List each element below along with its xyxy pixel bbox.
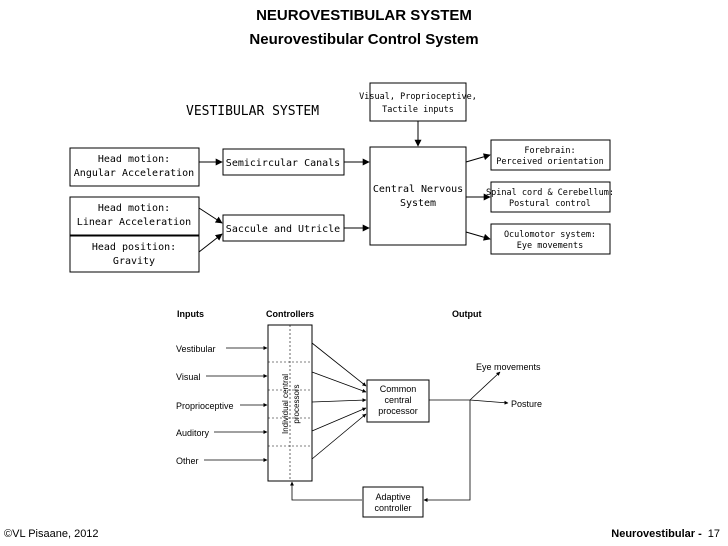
box-spinal-cord bbox=[490, 181, 611, 213]
box-visual-inputs bbox=[369, 82, 467, 122]
processor-label-1: Individual central bbox=[281, 374, 290, 434]
arrow-to-posture bbox=[469, 399, 509, 405]
arrow-proc2-to-common bbox=[311, 371, 367, 393]
arrow-cns-to-oculomotor bbox=[465, 231, 491, 241]
label-visual-inputs-2: Tactile inputs bbox=[382, 105, 454, 115]
common-label-3: processor bbox=[378, 406, 418, 416]
label-head-motion-angular-2: Angular Acceleration bbox=[74, 168, 194, 179]
label-oculomotor-1: Oculomotor system: bbox=[504, 230, 596, 240]
label-forebrain-2: Perceived orientation bbox=[496, 157, 603, 167]
common-label-2: central bbox=[384, 395, 411, 405]
header-inputs: Inputs bbox=[177, 309, 204, 319]
arrow-proc4-to-common bbox=[311, 407, 367, 432]
label-oculomotor-2: Eye movements bbox=[517, 241, 584, 251]
box-forebrain bbox=[490, 139, 611, 171]
vestibular-system-heading: VESTIBULAR SYSTEM bbox=[186, 104, 319, 119]
label-head-motion-linear-2: Linear Acceleration bbox=[77, 217, 191, 228]
adaptive-label-1: Adaptive bbox=[375, 492, 410, 502]
label-spinal-2: Postural control bbox=[509, 199, 591, 209]
arrow-proc3-to-common bbox=[311, 398, 367, 403]
label-head-motion-angular-1: Head motion: bbox=[98, 154, 170, 165]
box-saccule-utricle bbox=[222, 214, 345, 242]
feedback-to-adaptive bbox=[423, 400, 471, 502]
section-label: Neurovestibular - bbox=[611, 528, 702, 540]
page-subtitle: Neurovestibular Control System bbox=[249, 31, 479, 48]
copyright: ©VL Pisaane, 2012 bbox=[4, 528, 99, 540]
page-number: 17 bbox=[707, 528, 720, 540]
label-forebrain-1: Forebrain: bbox=[524, 146, 575, 156]
arrow-position-to-saccule bbox=[198, 233, 223, 253]
box-head-motion-linear bbox=[69, 196, 200, 236]
label-cns-1: Central Nervous bbox=[373, 184, 463, 195]
box-head-position bbox=[69, 235, 200, 273]
box-oculomotor bbox=[490, 223, 611, 255]
header-controllers: Controllers bbox=[266, 309, 314, 319]
arrow-to-eye-movements bbox=[469, 371, 501, 401]
input-vestibular: Vestibular bbox=[176, 344, 216, 354]
label-saccule-utricle: Saccule and Utricle bbox=[226, 224, 340, 235]
label-visual-inputs-1: Visual, Proprioceptive, bbox=[359, 92, 477, 102]
header-output: Output bbox=[452, 309, 482, 319]
arrow-proc5-to-common bbox=[311, 413, 367, 460]
label-semicircular-canals: Semicircular Canals bbox=[226, 158, 340, 169]
slide-footer: Neurovestibular - 17 bbox=[611, 528, 720, 540]
adaptive-to-processors bbox=[290, 481, 362, 501]
processor-label-2: processors bbox=[292, 384, 301, 423]
label-head-motion-linear-1: Head motion: bbox=[98, 203, 170, 214]
input-visual: Visual bbox=[176, 372, 200, 382]
box-head-motion-angular bbox=[69, 147, 200, 187]
adaptive-label-2: controller bbox=[374, 503, 411, 513]
arrow-cns-to-forebrain bbox=[465, 153, 491, 163]
label-head-position-2: Gravity bbox=[113, 256, 155, 267]
output-posture: Posture bbox=[511, 399, 542, 409]
label-spinal-1: Spinal cord & Cerebellum: bbox=[486, 188, 614, 198]
input-proprioceptive: Proprioceptive bbox=[176, 401, 234, 411]
arrow-linear-to-saccule bbox=[198, 207, 223, 224]
common-label-1: Common bbox=[380, 384, 417, 394]
box-semicircular-canals bbox=[222, 148, 345, 176]
adaptive-controller-box bbox=[362, 486, 424, 518]
input-other: Other bbox=[176, 456, 199, 466]
label-head-position-1: Head position: bbox=[92, 242, 176, 253]
common-processor-box bbox=[366, 379, 430, 423]
arrow-proc1-to-common bbox=[311, 342, 367, 387]
box-central-nervous-system bbox=[369, 146, 467, 246]
page-title: NEUROVESTIBULAR SYSTEM bbox=[256, 7, 472, 24]
label-cns-2: System bbox=[400, 198, 436, 209]
input-auditory: Auditory bbox=[176, 428, 210, 438]
output-eye-movements: Eye movements bbox=[476, 362, 541, 372]
